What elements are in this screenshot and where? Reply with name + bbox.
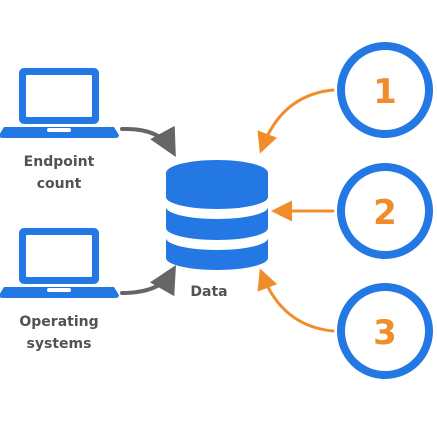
operating-systems-label-line-2: systems [26, 336, 92, 352]
endpoint-count-label: Endpoint count [0, 151, 118, 195]
data-label: Data [190, 284, 228, 300]
source-1: 1 [337, 42, 433, 138]
source-1-number: 1 [373, 72, 397, 112]
source-3-number: 3 [373, 313, 397, 353]
endpoint-count-label-line-1: Endpoint [23, 154, 95, 170]
arrow-source-1-to-data [257, 88, 335, 154]
endpoint-count-label-line-2: count [36, 176, 82, 192]
source-3: 3 [337, 283, 433, 379]
arrow-source-3-to-data [257, 268, 335, 333]
operating-systems-label-line-1: Operating [19, 314, 99, 330]
source-2: 2 [337, 163, 433, 259]
arrow-os-to-data [120, 265, 176, 297]
arrow-endpoint-to-data [120, 125, 176, 158]
operating-systems-label: Operating systems [0, 311, 118, 355]
source-2-number: 2 [373, 193, 397, 233]
laptop-icon [0, 68, 119, 138]
database-icon [166, 160, 268, 270]
laptop-icon [0, 228, 119, 298]
